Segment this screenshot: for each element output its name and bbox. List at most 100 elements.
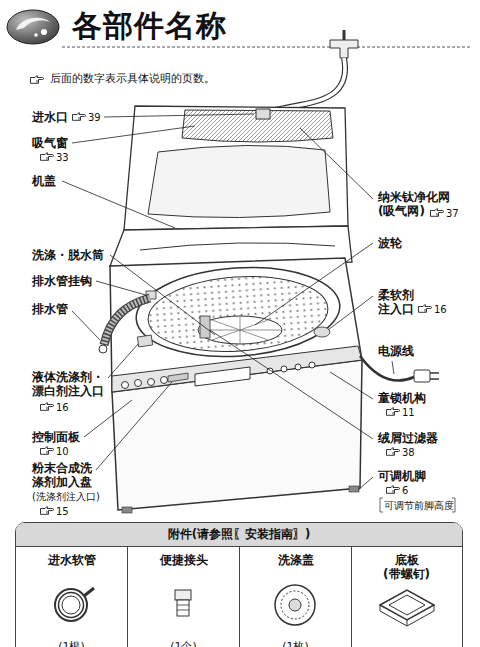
accessory-cell: 进水软管 (1根) xyxy=(16,547,128,647)
quantity: (1枚) xyxy=(282,640,309,647)
accessory-icon xyxy=(289,599,301,611)
page-pointer-icon xyxy=(31,76,44,84)
washing-machine xyxy=(360,356,414,381)
page-number: 16 xyxy=(434,303,447,317)
page-number: 15 xyxy=(56,505,69,519)
quantity: (1个) xyxy=(170,640,197,647)
washing-machine xyxy=(135,380,142,387)
part-label: 机盖 xyxy=(32,174,56,188)
accessory-icon xyxy=(281,591,309,619)
page-pointer-icon xyxy=(431,209,444,217)
accessory-icon xyxy=(62,596,80,614)
page-pointer-icon xyxy=(387,448,400,456)
washing-machine xyxy=(140,243,335,250)
leader-line xyxy=(108,344,138,378)
washing-machine xyxy=(122,382,129,389)
page-pointer-icon xyxy=(387,408,400,416)
leader-line xyxy=(358,477,373,490)
accessory-table: 进水软管 (1根) 便捷接头 (1个) 洗涤盖 (1枚) 底板 (带螺钉) 附件(请参照〖安装… xyxy=(15,522,463,647)
part-label: 绒屑过滤器 xyxy=(378,431,438,445)
page-number: 33 xyxy=(56,151,69,165)
washing-machine xyxy=(122,507,132,513)
washing-machine xyxy=(112,360,362,510)
accessory-name: 洗涤盖 xyxy=(278,553,314,567)
accessory-icon xyxy=(59,593,84,618)
washing-machine xyxy=(343,30,346,40)
accessory-icon xyxy=(380,605,434,626)
page-pointer-icon xyxy=(41,507,54,515)
washing-machine xyxy=(349,486,359,492)
page-number: 39 xyxy=(88,111,101,125)
page-number: 11 xyxy=(402,406,415,420)
washing-machine xyxy=(104,298,150,345)
washing-machine xyxy=(330,40,358,58)
leader-line xyxy=(255,243,373,325)
leader-line xyxy=(96,281,146,295)
accessory-cell: 洗涤盖 (1枚) xyxy=(240,547,352,647)
washing-machine xyxy=(99,345,107,353)
leader-line xyxy=(328,296,373,330)
accessory-icon xyxy=(389,595,425,615)
title-rule xyxy=(62,47,470,48)
leader-line xyxy=(210,330,373,439)
logo-icon xyxy=(16,18,50,30)
washing-machine xyxy=(148,379,155,386)
height-bracket xyxy=(380,498,455,512)
page-pointer-icon xyxy=(41,447,54,455)
quantity: (1根) xyxy=(58,640,85,647)
part-label: 可调机脚 xyxy=(378,469,426,483)
page-pointer-icon xyxy=(41,153,54,161)
washing-machine xyxy=(124,106,348,230)
accessory-name: 进水软管 xyxy=(48,553,96,567)
accessory-name: 底板 (带螺钉) xyxy=(383,553,430,581)
accessory-icon xyxy=(275,585,315,625)
leader-line xyxy=(110,255,215,335)
leader-line xyxy=(72,311,100,340)
page-number: 38 xyxy=(402,446,415,460)
washing-machine xyxy=(414,370,430,382)
page-number: 6 xyxy=(402,484,408,498)
accessory-icon xyxy=(177,600,189,616)
accessory-icon xyxy=(55,585,434,626)
height-bracket xyxy=(380,498,383,512)
washing-machine xyxy=(266,58,345,113)
washing-machine xyxy=(137,335,152,347)
page-pointer-icon xyxy=(41,403,54,411)
page-title: 各部件名称 xyxy=(72,6,227,47)
leader-line xyxy=(330,372,373,399)
table-header: 附件(请参照〖安装指南〗) xyxy=(16,523,462,547)
leader-line xyxy=(392,361,394,374)
logo-icon xyxy=(34,33,38,37)
accessory-icon xyxy=(177,605,189,610)
part-label: 粉末合成洗 涤剂加入盘 xyxy=(32,461,92,489)
part-label: 童锁机构 xyxy=(378,391,426,405)
washing-machine xyxy=(148,145,330,217)
part-label: 进水口 xyxy=(32,110,68,124)
part-label: 液体洗涤剂・ 漂白剂注入口 xyxy=(32,370,104,398)
washing-machine xyxy=(146,271,331,357)
page-pointer-icon xyxy=(31,76,444,515)
accessory-cell: 底板 (带螺钉) xyxy=(352,547,461,647)
washing-machine xyxy=(295,364,301,370)
part-label: 纳米钛净化网 (吸气网) xyxy=(378,190,450,218)
note-text: 后面的数字表示具体说明的页数。 xyxy=(50,72,215,86)
title-rule xyxy=(62,47,470,48)
washing-machine xyxy=(195,367,250,386)
washing-machine xyxy=(104,298,150,345)
logo-icon xyxy=(7,10,59,44)
part-label: 洗涤・脱水筒 xyxy=(32,248,104,262)
leader-line xyxy=(300,128,373,199)
leader-line xyxy=(104,114,254,117)
part-note: (洗涤剂注入口) xyxy=(32,490,100,504)
part-label: 吸气窗 xyxy=(32,136,68,150)
part-note: 可调节前脚高度 xyxy=(384,499,454,513)
leader-line xyxy=(62,114,394,490)
accessory-name: 便捷接头 xyxy=(160,553,208,567)
page-pointer-icon xyxy=(387,486,400,494)
leader-line xyxy=(72,126,195,143)
part-label: 排水管 xyxy=(32,302,68,316)
washing-machine xyxy=(309,362,315,368)
leader-line xyxy=(96,382,172,470)
washing-machine xyxy=(161,377,168,384)
